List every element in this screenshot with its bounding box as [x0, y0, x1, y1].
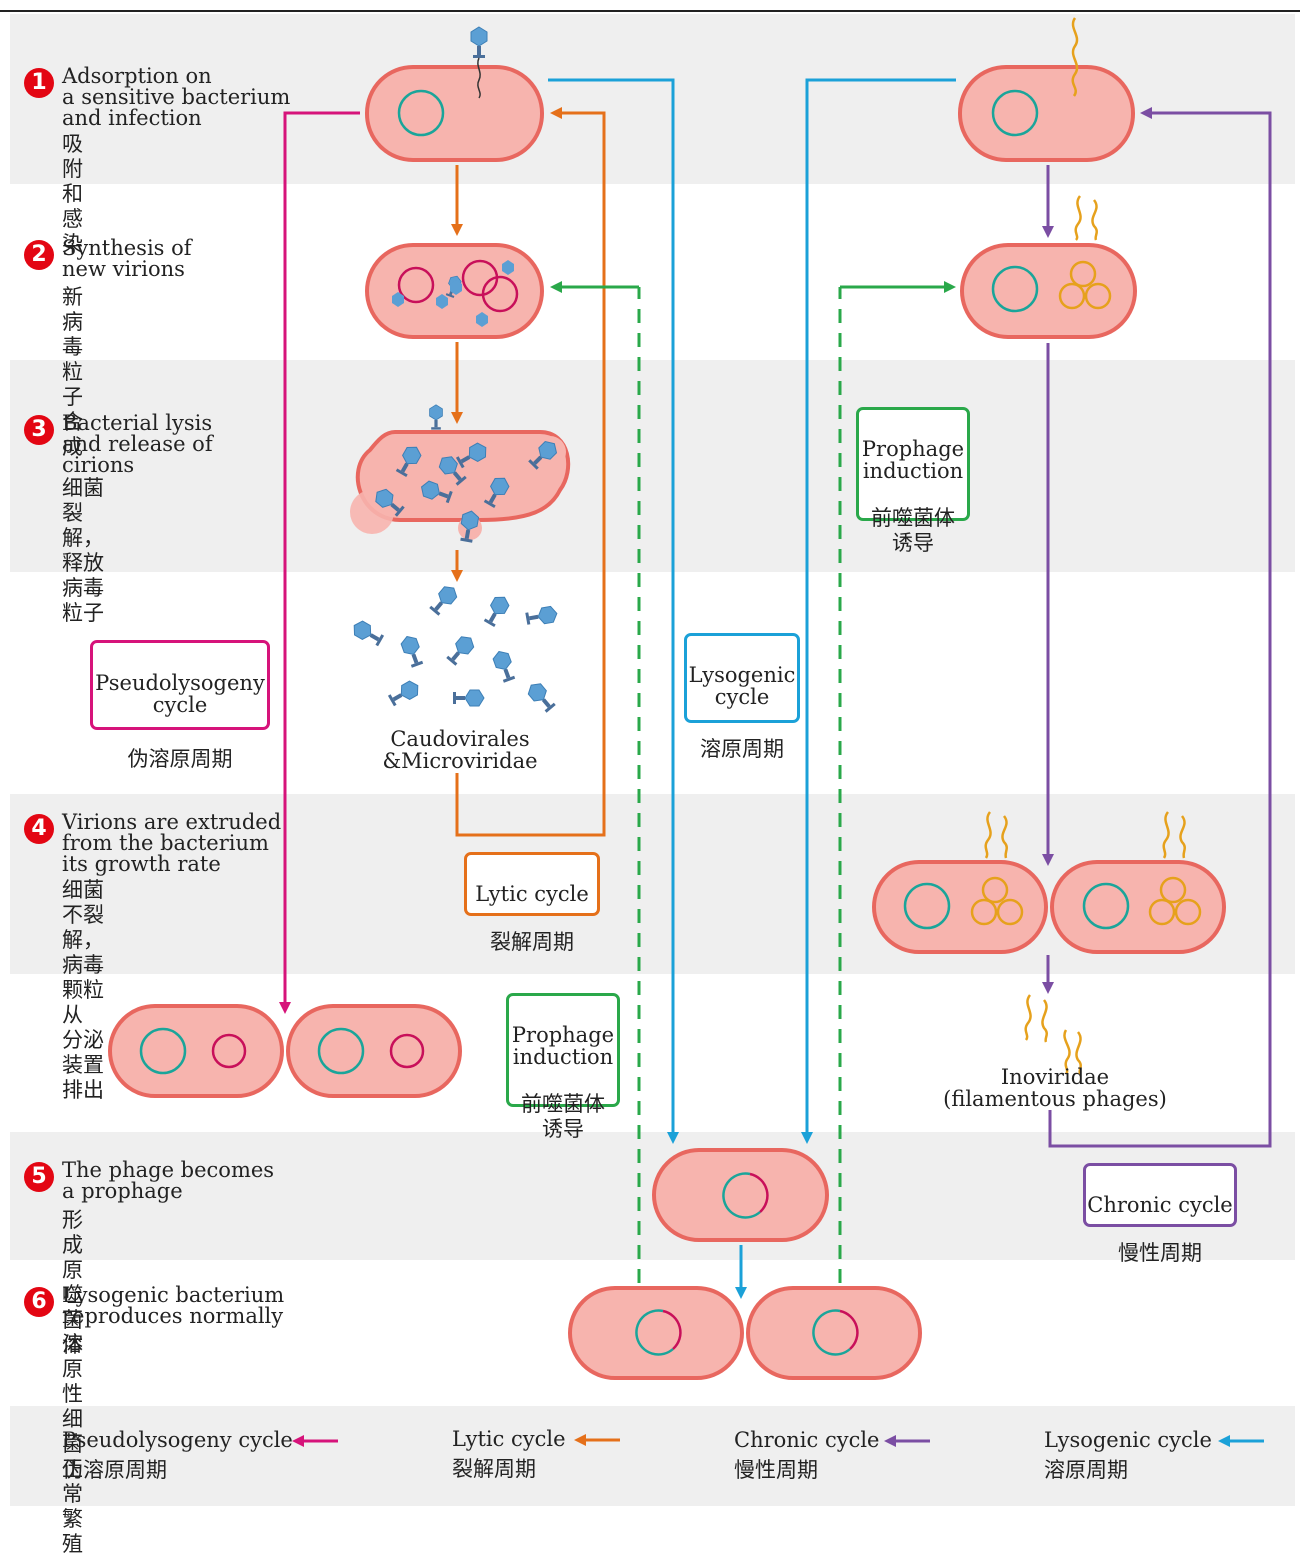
step-number-5: 5	[24, 1162, 54, 1192]
step-number-1: 1	[24, 68, 54, 98]
lytic-box-en: Lytic cycle	[475, 882, 589, 906]
pseudolysogeny-arrow	[279, 111, 360, 1014]
top-rule	[0, 10, 1300, 12]
bacterium-step1-lytic	[365, 26, 544, 162]
lysogenic-arrow-left	[548, 78, 679, 1144]
legend-lysogenic-cn: 溶原周期	[1044, 1458, 1128, 1482]
step-6-en: Lysogenic bacterium reproduces normally	[62, 1283, 285, 1328]
bacterium-step5-prophage	[652, 1148, 829, 1242]
bacterium-step6-right	[746, 1286, 922, 1380]
lysogenic-box-cn: 溶原周期	[700, 737, 784, 761]
legend-lytic: Lytic cycle 裂解周期	[452, 1424, 566, 1484]
released-phages	[349, 582, 559, 715]
step-number-6: 6	[24, 1287, 54, 1317]
step-5-cn: 形成原噬菌体	[62, 1208, 83, 1357]
step-number-2: 2	[24, 240, 54, 270]
bacterium-pseudolysogeny-right	[286, 1004, 462, 1098]
step-2-cn: 新病毒粒子合成	[62, 285, 83, 459]
bacterium-step2-lytic	[365, 243, 544, 339]
inoviridae-label: Inoviridae (filamentous phages)	[943, 1065, 1167, 1111]
lysogenic-cycle-box: Lysogenic cycle 溶原周期	[684, 633, 800, 761]
bacterium-pseudolysogeny-left	[108, 1004, 284, 1098]
prophage-top-cn: 前噬菌体 诱导	[871, 506, 955, 555]
legend-chronic: Chronic cycle 慢性周期	[734, 1425, 879, 1485]
prophage-top-en: Prophage induction	[861, 437, 965, 483]
pseudolysogeny-box-cn: 伪溶原周期	[127, 747, 233, 771]
legend-pseudolysogeny-cn: 伪溶原周期	[62, 1458, 167, 1482]
legend-lysogenic-en: Lysogenic cycle	[1044, 1428, 1212, 1452]
lytic-return-arrow	[455, 107, 606, 837]
chronic-cycle-box: Chronic cycle 慢性周期	[1083, 1163, 1237, 1265]
prophage-mid-en: Prophage induction	[511, 1023, 615, 1069]
lytic-box-cn: 裂解周期	[490, 930, 574, 954]
released-filamentous-phages	[1024, 994, 1082, 1075]
step-number-4: 4	[24, 814, 54, 844]
bacterium-step4-chronic-left	[872, 811, 1048, 954]
lytic-cycle-box: Lytic cycle 裂解周期	[464, 852, 600, 954]
step-3-cn: 细菌裂解， 释放病毒粒子	[62, 476, 104, 625]
step-1-cn: 吸附和感染	[62, 132, 83, 256]
bacterium-step4-chronic-right	[1050, 811, 1226, 954]
caudovirales-label: Caudovirales &Microviridae	[382, 727, 538, 773]
bacterium-step6-left	[568, 1286, 744, 1380]
legend-lysogenic: Lysogenic cycle 溶原周期	[1044, 1425, 1212, 1485]
prophage-induction-box-mid: Prophage induction 前噬菌体 诱导	[506, 993, 620, 1141]
chronic-box-cn: 慢性周期	[1118, 1241, 1202, 1265]
phage-cycle-diagram	[108, 17, 1272, 1447]
chronic-return-arrow	[1048, 107, 1272, 1148]
step-4-cn: 细菌不裂解， 病毒颗粒从 分泌装置排出	[62, 878, 104, 1102]
band-step-3	[10, 360, 1295, 572]
legend-lytic-en: Lytic cycle	[452, 1427, 566, 1451]
bacterium-step3-lysing	[350, 404, 571, 544]
prophage-mid-cn: 前噬菌体 诱导	[521, 1092, 605, 1141]
lysogenic-arrow-right	[801, 78, 956, 1144]
legend-pseudolysogeny: Pseudolysogeny cycle 伪溶原周期	[62, 1425, 293, 1485]
legend-chronic-cn: 慢性周期	[734, 1458, 818, 1482]
chronic-box-en: Chronic cycle	[1087, 1193, 1233, 1217]
prophage-induction-box-top: Prophage induction 前噬菌体 诱导	[856, 407, 970, 555]
step-5-en: The phage becomes a prophage	[62, 1158, 275, 1203]
step-1-en: Adsorption on a sensitive bacterium and …	[62, 64, 291, 130]
lysogenic-box-en: Lysogenic cycle	[688, 663, 796, 709]
bacterium-step2-chronic	[960, 195, 1137, 339]
legend-chronic-en: Chronic cycle	[734, 1428, 880, 1452]
step-number-3: 3	[24, 415, 54, 445]
step-4-en: Virions are extruded from the bacterium …	[62, 810, 282, 876]
step-3-en: Bacterial lysis and release of cirions	[62, 411, 213, 477]
pseudolysogeny-box-en: Pseudolysogeny cycle	[95, 671, 265, 717]
step-2-en: Synthesis of new virions	[62, 236, 192, 281]
band-legend	[10, 1406, 1295, 1506]
pseudolysogeny-cycle-box: Pseudolysogeny cycle 伪溶原周期	[90, 640, 270, 771]
bacterium-step1-chronic	[958, 17, 1135, 162]
legend-lytic-cn: 裂解周期	[452, 1457, 536, 1481]
legend-pseudolysogeny-en: Pseudolysogeny cycle	[62, 1428, 293, 1452]
